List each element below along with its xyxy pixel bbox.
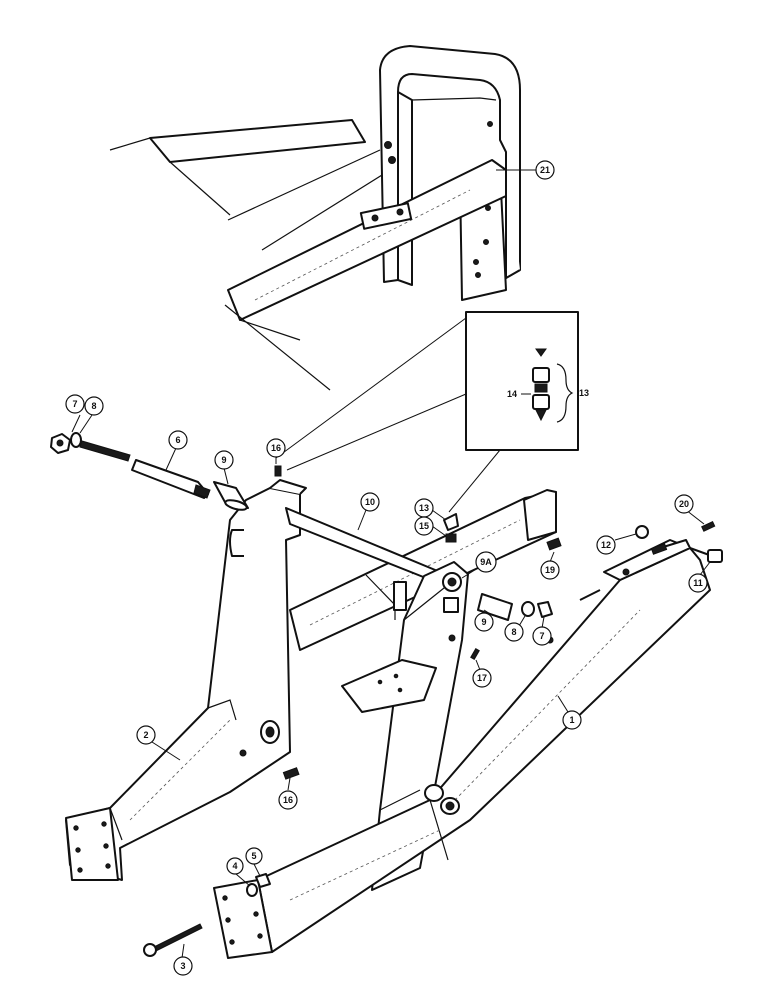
callouts: 21 7 8 6 9 16 10 13 15 19 9A 9 8 7 17 12… xyxy=(65,160,708,976)
svg-text:3: 3 xyxy=(180,961,185,971)
callout-7-left: 7 xyxy=(65,394,85,414)
callout-8-right: 8 xyxy=(504,622,524,642)
svg-text:2: 2 xyxy=(143,730,148,740)
svg-text:16: 16 xyxy=(271,443,281,453)
callout-6: 6 xyxy=(168,430,188,450)
inset-box xyxy=(465,311,579,451)
svg-text:7: 7 xyxy=(539,631,544,641)
frame-member-1 xyxy=(257,547,711,953)
callout-21: 21 xyxy=(535,160,555,180)
svg-text:19: 19 xyxy=(545,565,555,575)
callout-4: 4 xyxy=(226,857,244,875)
callout-13: 13 xyxy=(414,498,434,518)
callout-11: 11 xyxy=(688,573,708,593)
svg-text:20: 20 xyxy=(679,499,689,509)
callout-12: 12 xyxy=(596,535,616,555)
stud-6a xyxy=(79,440,131,462)
svg-text:5: 5 xyxy=(251,851,256,861)
svg-text:9A: 9A xyxy=(480,557,492,567)
callout-20: 20 xyxy=(674,494,694,514)
callout-8-left: 8 xyxy=(84,396,104,416)
callout-2: 2 xyxy=(136,725,156,745)
svg-text:21: 21 xyxy=(540,165,550,175)
callout-17: 17 xyxy=(472,668,492,688)
svg-text:7: 7 xyxy=(72,399,77,409)
callout-15: 15 xyxy=(414,516,434,536)
svg-text:10: 10 xyxy=(365,497,375,507)
mount-plate-right xyxy=(213,879,273,959)
callout-10: 10 xyxy=(360,492,380,512)
svg-text:11: 11 xyxy=(693,578,703,588)
step-plate xyxy=(341,659,437,713)
mount-plate-left xyxy=(65,807,119,881)
callout-16-top: 16 xyxy=(266,438,286,458)
callout-14: 14 xyxy=(507,389,517,399)
bolt-3 xyxy=(151,923,203,953)
callout-9-right: 9 xyxy=(474,612,494,632)
callout-5: 5 xyxy=(245,847,263,865)
arch-frame-assembly xyxy=(109,45,521,391)
callout-13-inset: 13 xyxy=(579,388,589,398)
callout-3: 3 xyxy=(173,956,193,976)
svg-text:8: 8 xyxy=(91,401,96,411)
svg-text:16: 16 xyxy=(283,795,293,805)
svg-text:13: 13 xyxy=(419,503,429,513)
svg-text:9: 9 xyxy=(221,455,226,465)
svg-text:8: 8 xyxy=(511,627,516,637)
callout-9-left: 9 xyxy=(214,450,234,470)
loose-parts xyxy=(50,432,723,957)
inset-detail xyxy=(275,311,579,513)
main-frame-assembly xyxy=(65,479,711,959)
callout-1: 1 xyxy=(562,710,582,730)
leader-lines xyxy=(71,169,711,959)
callout-7-right: 7 xyxy=(532,626,552,646)
callout-16-bottom: 16 xyxy=(278,790,298,810)
svg-text:1: 1 xyxy=(569,715,574,725)
svg-text:9: 9 xyxy=(481,617,486,627)
svg-text:15: 15 xyxy=(419,521,429,531)
svg-text:6: 6 xyxy=(175,435,180,445)
svg-text:17: 17 xyxy=(477,673,487,683)
callout-9A: 9A xyxy=(475,551,497,573)
washer-8 xyxy=(70,432,82,448)
svg-text:12: 12 xyxy=(601,540,611,550)
callout-19: 19 xyxy=(540,560,560,580)
svg-text:4: 4 xyxy=(232,861,237,871)
frame-member-2 xyxy=(65,487,301,881)
